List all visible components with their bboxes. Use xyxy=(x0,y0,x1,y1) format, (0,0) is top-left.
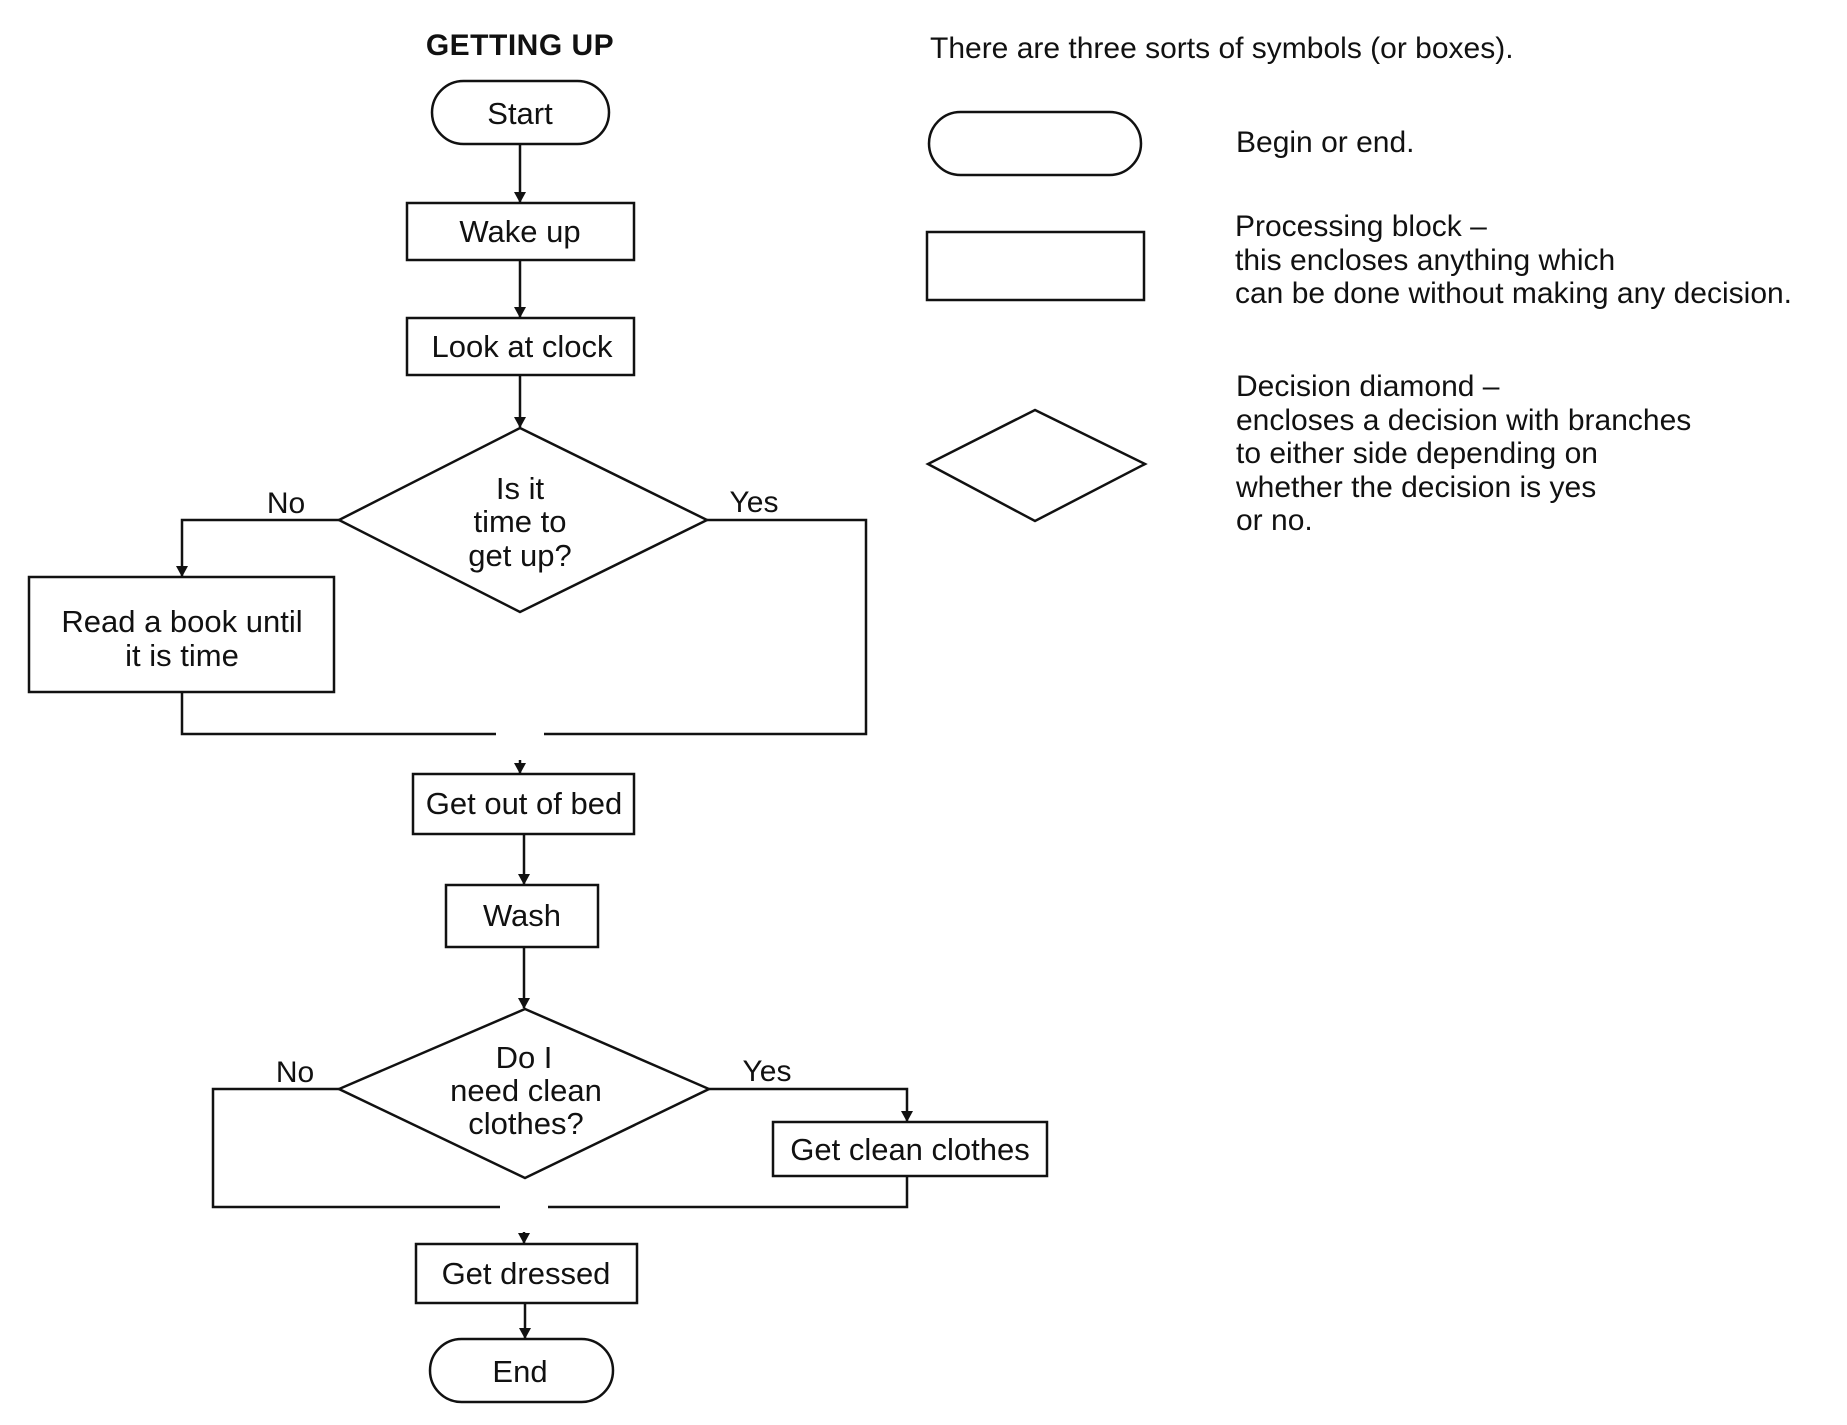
decision-time-line-1: Is it xyxy=(496,471,545,506)
legend-terminal-text: Begin or end. xyxy=(1236,126,1414,159)
get-clean-clothes-node: Get clean clothes xyxy=(771,1120,1049,1178)
end-node-label: End xyxy=(492,1354,547,1389)
branch-clothes-no: No xyxy=(276,1056,314,1089)
legend-process-line-2: this encloses anything which xyxy=(1235,244,1615,277)
decision-time-node: Is it time to get up? xyxy=(336,426,710,614)
edge-time-yes xyxy=(544,518,868,736)
get-out-of-bed-node-label: Get out of bed xyxy=(426,786,622,821)
decision-clothes-line-2: need clean xyxy=(450,1073,602,1108)
look-at-clock-node: Look at clock xyxy=(405,316,636,377)
legend-decision-line-1: Decision diamond – xyxy=(1236,370,1500,403)
get-out-of-bed-node: Get out of bed xyxy=(411,772,636,836)
edge-book-merge xyxy=(180,691,496,736)
wake-up-node-label: Wake up xyxy=(459,214,580,249)
look-at-clock-node-label: Look at clock xyxy=(432,329,613,364)
wake-up-node: Wake up xyxy=(405,201,636,262)
legend-intro: There are three sorts of symbols (or box… xyxy=(930,32,1514,65)
read-book-node: Read a book until it is time xyxy=(27,575,336,694)
get-dressed-node: Get dressed xyxy=(414,1242,639,1305)
legend-decision-line-4: whether the decision is yes xyxy=(1235,471,1596,504)
start-node-label: Start xyxy=(487,96,553,131)
legend: There are three sorts of symbols (or box… xyxy=(925,32,1792,537)
legend-process-line-3: can be done without making any decision. xyxy=(1235,277,1792,310)
edge-time-no xyxy=(176,518,339,577)
legend-decision-line-3: to either side depending on xyxy=(1236,437,1598,470)
branch-clothes-yes: Yes xyxy=(743,1055,792,1088)
decision-time-line-3: get up? xyxy=(468,538,571,573)
decision-clothes-node: Do I need clean clothes? xyxy=(335,1007,712,1180)
legend-decision-line-2: encloses a decision with branches xyxy=(1236,404,1691,437)
branch-time-yes: Yes xyxy=(730,486,779,519)
connectors xyxy=(176,143,913,1339)
get-clean-clothes-node-label: Get clean clothes xyxy=(790,1132,1030,1167)
edge-clothes-no xyxy=(211,1087,500,1209)
decision-clothes-line-1: Do I xyxy=(496,1040,553,1075)
get-dressed-node-label: Get dressed xyxy=(442,1256,611,1291)
read-book-line-2: it is time xyxy=(125,638,239,673)
legend-decision-line-5: or no. xyxy=(1236,504,1313,537)
decision-clothes-line-3: clothes? xyxy=(468,1106,583,1141)
legend-process-line-1: Processing block – xyxy=(1235,210,1487,243)
read-book-line-1: Read a book until xyxy=(61,604,302,639)
edge-clothes-yes xyxy=(709,1087,913,1122)
edge-cleanclothes-merge xyxy=(548,1175,909,1209)
legend-process-shape xyxy=(925,230,1146,302)
branch-time-no: No xyxy=(267,487,305,520)
wash-node: Wash xyxy=(444,883,600,949)
legend-decision-shape xyxy=(925,408,1148,523)
wash-node-label: Wash xyxy=(483,898,561,933)
end-node: End xyxy=(428,1337,615,1404)
diagram-title: GETTING UP xyxy=(426,29,614,62)
start-node: Start xyxy=(430,79,611,146)
decision-time-line-2: time to xyxy=(473,504,566,539)
legend-terminal-shape xyxy=(927,110,1143,177)
